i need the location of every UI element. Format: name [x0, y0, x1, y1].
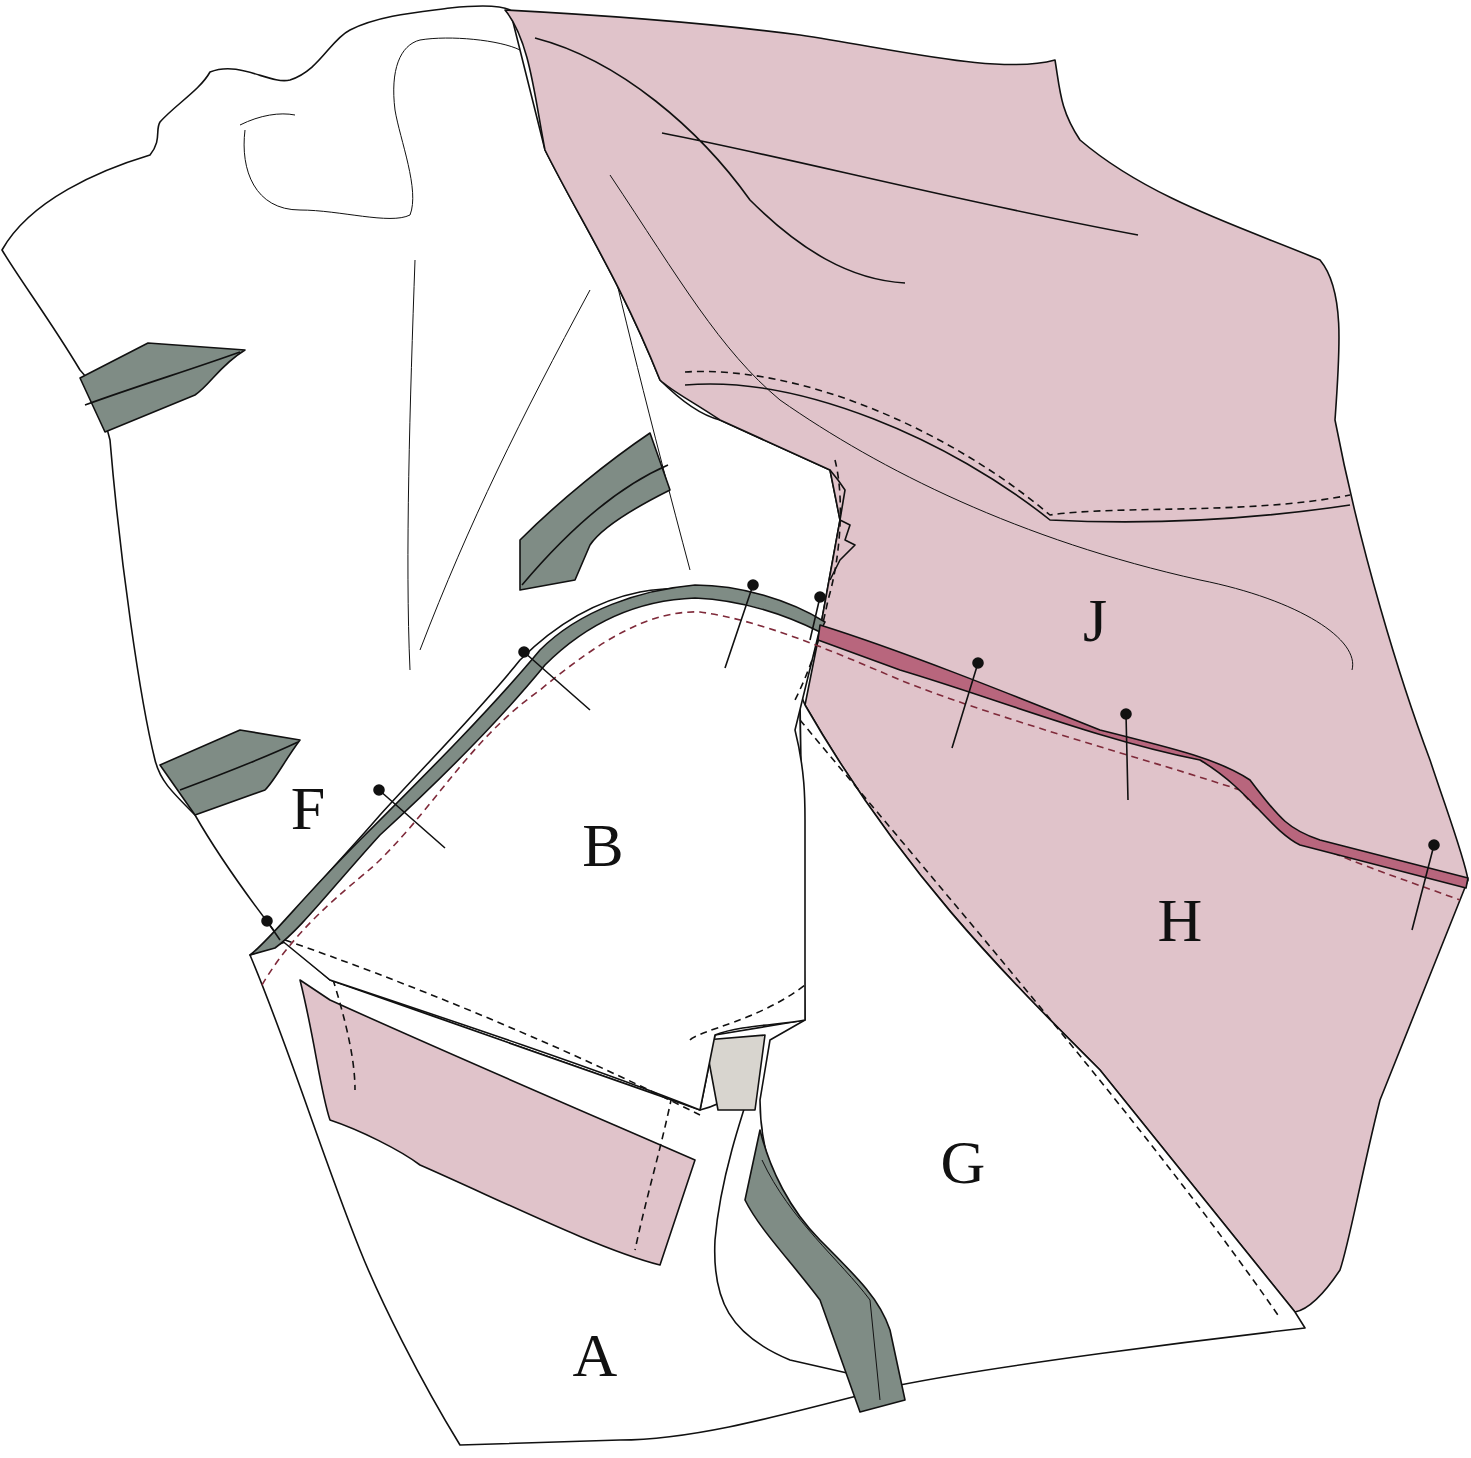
part-letter: G — [941, 1131, 986, 1193]
part-letter: H — [1158, 889, 1203, 951]
part-letter: F — [291, 777, 325, 839]
part-letter: J — [1083, 589, 1107, 651]
part-letter: A — [573, 1324, 618, 1386]
part-letter: B — [582, 814, 623, 876]
